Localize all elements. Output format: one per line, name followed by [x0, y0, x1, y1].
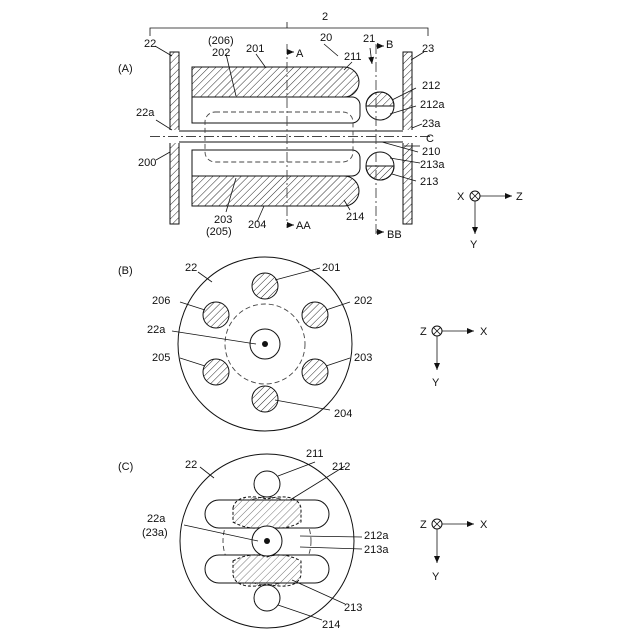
- region-213: [233, 555, 301, 586]
- svg-text:X: X: [480, 326, 488, 338]
- axis-triad-c: Z X Y: [420, 519, 488, 583]
- element-213: [366, 166, 394, 180]
- axis-triad-a: X Z Y: [457, 191, 523, 251]
- svg-text:20: 20: [320, 32, 332, 44]
- svg-text:213: 213: [344, 602, 362, 614]
- panel-b: (B) 22 201 206 202 22a 205 203 204: [118, 257, 488, 431]
- svg-text:214: 214: [346, 211, 364, 223]
- svg-text:205: 205: [152, 352, 170, 364]
- rotor-202: [192, 97, 360, 123]
- svg-text:212: 212: [422, 80, 440, 92]
- svg-text:201: 201: [322, 262, 340, 274]
- panel-c: (C) 22 211 212 22a (23a) 212a 213a: [118, 448, 488, 631]
- panel-b-label: (B): [118, 265, 133, 277]
- svg-text:22: 22: [144, 38, 156, 50]
- rotor-204-section: [252, 386, 278, 412]
- panel-c-label: (C): [118, 461, 133, 473]
- svg-text:Z: Z: [420, 519, 427, 531]
- svg-text:X: X: [480, 519, 488, 531]
- svg-text:212: 212: [332, 461, 350, 473]
- panel-a: (A): [118, 11, 523, 251]
- rotor-203: [192, 150, 360, 176]
- svg-text:201: 201: [246, 43, 264, 55]
- svg-text:(206): (206): [208, 35, 234, 47]
- svg-text:23a: 23a: [422, 118, 441, 130]
- rotor-204: [192, 176, 359, 206]
- svg-text:211: 211: [344, 51, 362, 63]
- svg-text:BB: BB: [387, 229, 402, 241]
- rotor-201: [192, 67, 359, 97]
- rotor-202-section: [302, 302, 328, 328]
- svg-text:22a: 22a: [147, 324, 166, 336]
- axis-triad-b: Z X Y: [420, 326, 488, 389]
- svg-text:204: 204: [334, 408, 352, 420]
- svg-text:200: 200: [138, 157, 156, 169]
- rotor-205-section: [203, 359, 229, 385]
- rotor-203-section: [302, 359, 328, 385]
- svg-text:C: C: [426, 133, 434, 145]
- svg-text:Z: Z: [516, 191, 523, 203]
- svg-text:203: 203: [354, 352, 372, 364]
- svg-text:22a: 22a: [136, 107, 155, 119]
- rotor-206-section: [203, 302, 229, 328]
- svg-text:Z: Z: [420, 326, 427, 338]
- svg-text:213: 213: [420, 176, 438, 188]
- region-212: [233, 497, 301, 528]
- svg-text:(205): (205): [206, 226, 232, 238]
- svg-text:23: 23: [422, 43, 434, 55]
- element-212: [366, 92, 394, 106]
- svg-text:B: B: [386, 39, 393, 51]
- svg-text:212a: 212a: [364, 530, 389, 542]
- svg-text:213a: 213a: [364, 544, 389, 556]
- svg-text:AA: AA: [296, 220, 311, 232]
- svg-text:(23a): (23a): [142, 527, 168, 539]
- svg-text:22: 22: [185, 459, 197, 471]
- svg-text:206: 206: [152, 295, 170, 307]
- element-214: [254, 585, 280, 611]
- svg-text:A: A: [296, 48, 304, 60]
- svg-text:X: X: [457, 191, 465, 203]
- svg-text:202: 202: [354, 295, 372, 307]
- svg-text:203: 203: [214, 214, 232, 226]
- bracket-2: [150, 28, 428, 36]
- svg-text:22a: 22a: [147, 513, 166, 525]
- rotor-201-section: [252, 273, 278, 299]
- panel-a-label: (A): [118, 63, 133, 75]
- svg-text:210: 210: [422, 146, 440, 158]
- svg-text:Y: Y: [432, 377, 440, 389]
- svg-text:202: 202: [212, 47, 230, 59]
- svg-text:211: 211: [306, 448, 324, 460]
- svg-text:Y: Y: [470, 239, 478, 251]
- svg-text:21: 21: [363, 33, 375, 45]
- svg-text:204: 204: [248, 219, 266, 231]
- element-211: [254, 471, 280, 497]
- svg-text:22: 22: [185, 262, 197, 274]
- svg-text:2: 2: [322, 11, 328, 23]
- svg-text:214: 214: [322, 619, 340, 631]
- svg-text:213a: 213a: [420, 159, 445, 171]
- svg-text:212a: 212a: [420, 99, 445, 111]
- svg-text:Y: Y: [432, 571, 440, 583]
